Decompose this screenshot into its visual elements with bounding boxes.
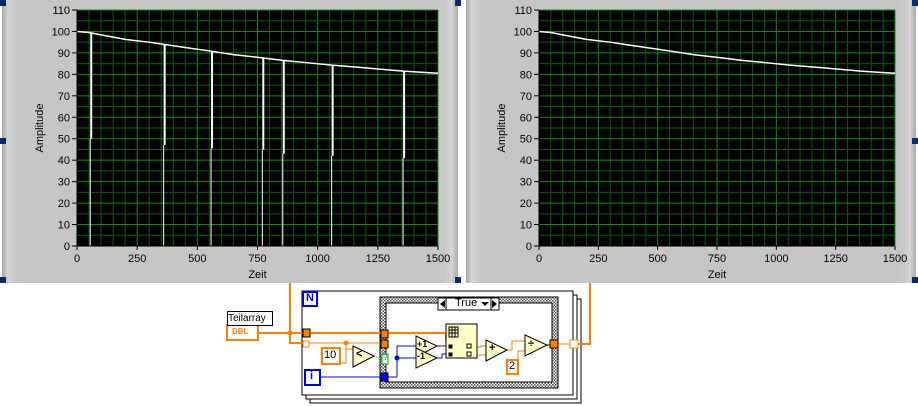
x-tick-label: 1000 — [764, 253, 788, 265]
y-tick-label: 80 — [520, 69, 532, 81]
y-tick-label: 50 — [520, 134, 532, 146]
resize-handle[interactable] — [912, 277, 918, 283]
constant-2-label: 2 — [509, 360, 516, 372]
constant-10[interactable] — [321, 347, 341, 365]
x-tick-label: 0 — [74, 253, 80, 265]
resize-handle[interactable] — [455, 277, 461, 283]
integer-wires — [320, 345, 446, 378]
resize-handle[interactable] — [0, 277, 6, 283]
loop-count-terminal[interactable] — [302, 291, 318, 307]
chart-right: 0 250 500 750 1000 1250 1500 0 10 20 30 40 50 60 70 80 9… — [496, 5, 907, 281]
bool-tunnel-label: ? — [383, 353, 388, 362]
teilarray-label: Teilarray — [227, 311, 273, 326]
x-tick-label: 1250 — [366, 253, 390, 265]
resize-handle[interactable] — [912, 138, 918, 144]
constant-2[interactable] — [506, 359, 519, 375]
x-tick-label: 1250 — [823, 253, 847, 265]
y-tick-label: 0 — [64, 241, 70, 253]
y-axis-label: Amplitude — [496, 104, 508, 153]
y-tick-label: 30 — [58, 177, 70, 189]
loop-index-terminal — [304, 369, 321, 386]
case-next-arrow-icon[interactable] — [492, 300, 497, 308]
loop-index-label: i — [310, 370, 314, 382]
x-tick-label: 1000 — [305, 253, 329, 265]
y-tick-label: 110 — [52, 5, 70, 17]
y-tick-label: 40 — [520, 155, 532, 167]
case-selector-label: True — [455, 297, 478, 309]
series-line — [538, 30, 896, 75]
y-tick-label: 20 — [520, 198, 532, 210]
y-tick-label: 30 — [520, 177, 532, 189]
decrement-node[interactable] — [415, 347, 439, 369]
y-tick-label: 10 — [58, 220, 70, 232]
y-tick-label: 70 — [58, 91, 70, 103]
y-tick-label: 90 — [520, 48, 532, 60]
x-tick-label: 750 — [248, 253, 266, 265]
x-tick-label: 500 — [188, 253, 206, 265]
x-tick-label: 500 — [648, 253, 666, 265]
divide-label: ÷ — [528, 338, 535, 350]
y-tick-label: 60 — [520, 112, 532, 124]
resize-handle[interactable] — [0, 138, 6, 144]
y-tick-label: 70 — [520, 91, 532, 103]
loop-tunnel — [302, 328, 311, 338]
y-tick-label: 0 — [526, 241, 532, 253]
y-tick-label: 50 — [58, 134, 70, 146]
case-selector-terminal — [381, 353, 389, 365]
x-tick-label: 0 — [536, 253, 542, 265]
y-tick-label: 90 — [58, 48, 70, 60]
x-axis-label: Zeit — [248, 269, 266, 281]
x-axis-label: Zeit — [708, 269, 726, 281]
y-tick-label: 100 — [514, 26, 532, 38]
y-tick-label: 10 — [520, 220, 532, 232]
indexing-tunnel — [302, 340, 310, 348]
increment-label: +1 — [417, 339, 428, 349]
x-tick-label: 250 — [589, 253, 607, 265]
y-tick-label: 20 — [58, 198, 70, 210]
add-label: + — [489, 342, 496, 354]
divide-node[interactable] — [524, 334, 549, 357]
x-tick-label: 1500 — [426, 253, 450, 265]
case-tunnel — [380, 339, 389, 349]
add-node[interactable] — [485, 339, 509, 362]
chart-left: 0 250 500 750 1000 1250 1500 0 10 20 30 40 50 60 70 80 9… — [34, 5, 450, 281]
constant-10-label: 10 — [324, 349, 337, 361]
case-tunnel-index — [380, 372, 389, 382]
decrement-label: -1 — [417, 351, 426, 361]
function-nodes — [352, 323, 549, 369]
y-axis-label: Amplitude — [34, 104, 46, 153]
case-output-tunnel — [549, 339, 559, 349]
y-tick-label: 80 — [58, 69, 70, 81]
case-selector[interactable] — [437, 297, 500, 311]
dbl-type-label: DBL — [232, 327, 249, 336]
resize-handle[interactable] — [912, 0, 918, 6]
case-dropdown-icon[interactable] — [481, 302, 489, 306]
case-tunnel — [380, 329, 389, 339]
resize-handle[interactable] — [0, 0, 6, 6]
y-tick-label: 40 — [58, 155, 70, 167]
x-tick-label: 750 — [708, 253, 726, 265]
block-diagram — [226, 283, 591, 404]
less-than-node[interactable] — [352, 345, 376, 368]
x-tick-label: 250 — [128, 253, 146, 265]
loop-count-label: N — [306, 292, 314, 304]
series-line — [76, 30, 439, 75]
x-tick-label: 1500 — [883, 253, 907, 265]
y-tick-label: 60 — [58, 112, 70, 124]
less-than-label: < — [356, 348, 363, 360]
loop-output-tunnel — [569, 339, 579, 349]
case-prev-arrow-icon[interactable] — [440, 300, 445, 308]
resize-handle[interactable] — [455, 0, 461, 6]
index-array-icon — [448, 326, 472, 357]
y-tick-label: 110 — [514, 5, 532, 17]
y-tick-label: 100 — [52, 26, 70, 38]
